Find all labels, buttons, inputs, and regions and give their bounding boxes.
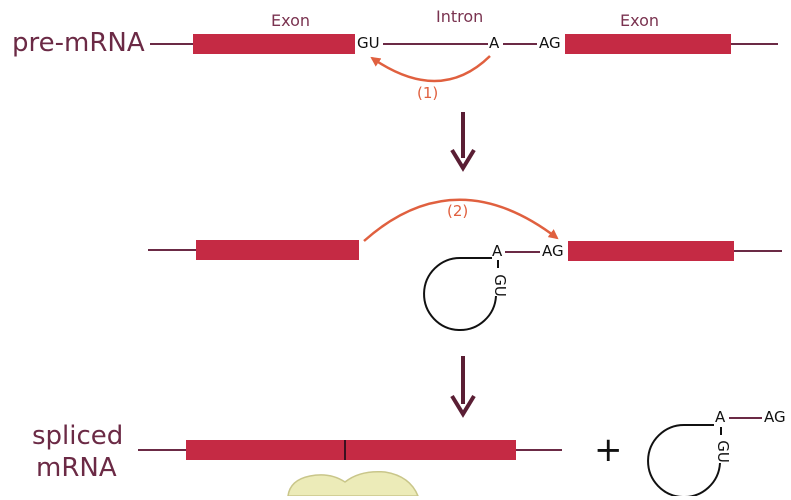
plus-sign: + — [594, 430, 623, 470]
step-2-label: (2) — [447, 202, 469, 220]
released-ag-label: AG — [764, 408, 786, 426]
lariat-loop — [423, 257, 497, 331]
intron-label: Intron — [436, 7, 484, 26]
exon-1-free — [196, 240, 359, 260]
step-1-arrow — [370, 55, 491, 83]
spliced-label-line1: spliced — [32, 421, 124, 451]
spliced-label-line2: mRNA — [36, 453, 117, 483]
exon-1 — [193, 34, 355, 54]
intermediate-row — [148, 198, 782, 331]
exon-2 — [565, 34, 731, 54]
decorative-blob — [287, 470, 420, 497]
ag-nucleotide-label: AG — [539, 34, 561, 52]
released-lariat-loop — [647, 424, 721, 498]
lariat-ag-label: AG — [542, 242, 564, 260]
released-a-label: A — [715, 408, 726, 426]
branch-a-label: A — [489, 34, 500, 52]
released-gu-label: GU — [713, 440, 732, 463]
exon-1-label: Exon — [271, 11, 311, 30]
step-2-arrow — [363, 198, 559, 242]
exon-2-lariat — [568, 241, 734, 261]
exon-2-label: Exon — [620, 11, 660, 30]
step-1-label: (1) — [417, 84, 439, 102]
down-arrow-1 — [450, 112, 476, 172]
spliced-row — [138, 417, 762, 498]
gu-nucleotide-label: GU — [357, 34, 380, 52]
down-arrow-2 — [450, 356, 476, 418]
pre-mrna-label: pre-mRNA — [12, 28, 145, 58]
pre-mrna-row — [150, 34, 778, 83]
lariat-gu-label: GU — [490, 274, 509, 297]
lariat-a-label: A — [492, 242, 503, 260]
spliced-exons — [186, 440, 516, 460]
